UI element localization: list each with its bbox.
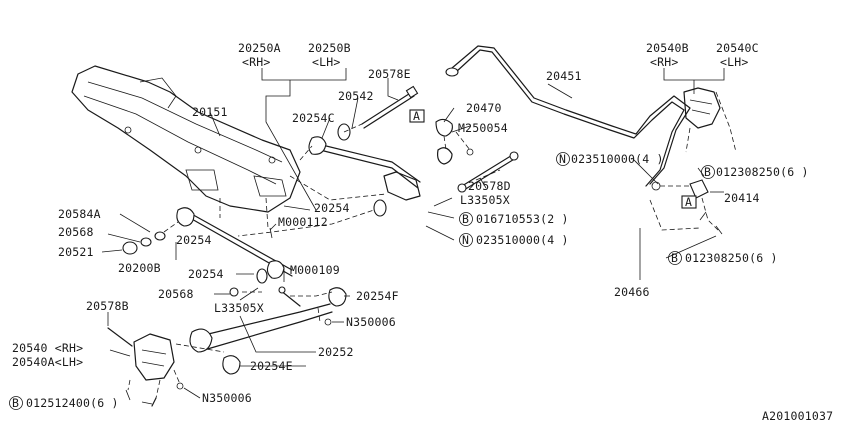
washers-left (122, 199, 387, 255)
label-012308250-mid: 012308250(6 ) (685, 251, 778, 265)
bracket-20540 (107, 327, 184, 407)
stabilizer-bar-20451 (445, 45, 691, 187)
label-20568-left: 20568 (58, 225, 94, 239)
label-20542: 20542 (338, 89, 374, 103)
box-a-text: A (413, 109, 420, 123)
circle-b-top: B (704, 165, 711, 179)
crossmember-20151 (71, 65, 301, 229)
label-20200B: 20200B (118, 261, 161, 275)
box-a-marker-right: A (681, 195, 697, 209)
label-20250A-side: <RH> (242, 55, 271, 69)
label-20540: 20540 <RH> (12, 341, 83, 355)
box-a-text-right: A (685, 195, 692, 209)
label-N350006-bottom: N350006 (202, 391, 252, 405)
leader-lines (101, 68, 725, 405)
label-012308250-top: 012308250(6 ) (716, 165, 809, 179)
lateral-link-20200B (176, 207, 293, 284)
circle-b-mid: B (462, 212, 469, 226)
label-012512400: 012512400(6 ) (26, 396, 119, 410)
trailing-link-20252 (175, 286, 347, 375)
circle-b-right: B (671, 251, 678, 265)
bolt-20578E (343, 85, 419, 133)
label-20578E: 20578E (368, 67, 411, 81)
label-N350006-right: N350006 (346, 315, 396, 329)
label-20250B-side: <LH> (312, 55, 341, 69)
labels: 20250A <RH> 20250B <LH> 20578E 20451 205… (9, 41, 833, 423)
label-20540A: 20540A<LH> (12, 355, 83, 369)
label-20521: 20521 (58, 245, 94, 259)
label-M000109: M000109 (290, 263, 340, 277)
label-20250B: 20250B (308, 41, 351, 55)
label-20254E: 20254E (250, 359, 293, 373)
label-20451: 20451 (546, 69, 582, 83)
label-M000112: M000112 (278, 215, 328, 229)
label-20584A: 20584A (58, 207, 101, 221)
label-N023510000-top: 023510000(4 ) (571, 152, 664, 166)
circle-b-bottom: B (12, 396, 19, 410)
stabilizer-bracket-20540B (683, 87, 737, 153)
label-20540B-side: <RH> (650, 55, 679, 69)
label-016710553: 016710553(2 ) (476, 212, 569, 226)
label-20254-low: 20254 (188, 267, 224, 281)
circle-n-top: N (559, 152, 566, 166)
label-20578B: 20578B (86, 299, 129, 313)
label-20466: 20466 (614, 285, 650, 299)
label-20252: 20252 (318, 345, 354, 359)
label-M250054: M250054 (458, 121, 508, 135)
circle-n-mid: N (462, 233, 469, 247)
label-L33505X-low: L33505X (214, 301, 264, 315)
label-20568-low: 20568 (158, 287, 194, 301)
label-20578D: 20578D (468, 179, 511, 193)
bushing-20470 (435, 118, 474, 165)
label-20254-mid: 20254 (314, 201, 350, 215)
figure-code: A201001037 (762, 409, 833, 423)
link-20414 (649, 179, 723, 235)
link-20250 (289, 123, 421, 201)
box-a-marker-top: A (409, 109, 425, 123)
label-20540C-side: <LH> (720, 55, 749, 69)
label-20540C: 20540C (716, 41, 759, 55)
label-20470: 20470 (466, 101, 502, 115)
label-20414: 20414 (724, 191, 760, 205)
label-20254F: 20254F (356, 289, 399, 303)
label-L33505X-top: L33505X (460, 193, 510, 207)
label-20254-left: 20254 (176, 233, 212, 247)
label-20254C: 20254C (292, 111, 335, 125)
label-20540B: 20540B (646, 41, 689, 55)
label-20250A: 20250A (238, 41, 281, 55)
label-20151: 20151 (192, 105, 228, 119)
label-N023510000-mid: 023510000(4 ) (476, 233, 569, 247)
